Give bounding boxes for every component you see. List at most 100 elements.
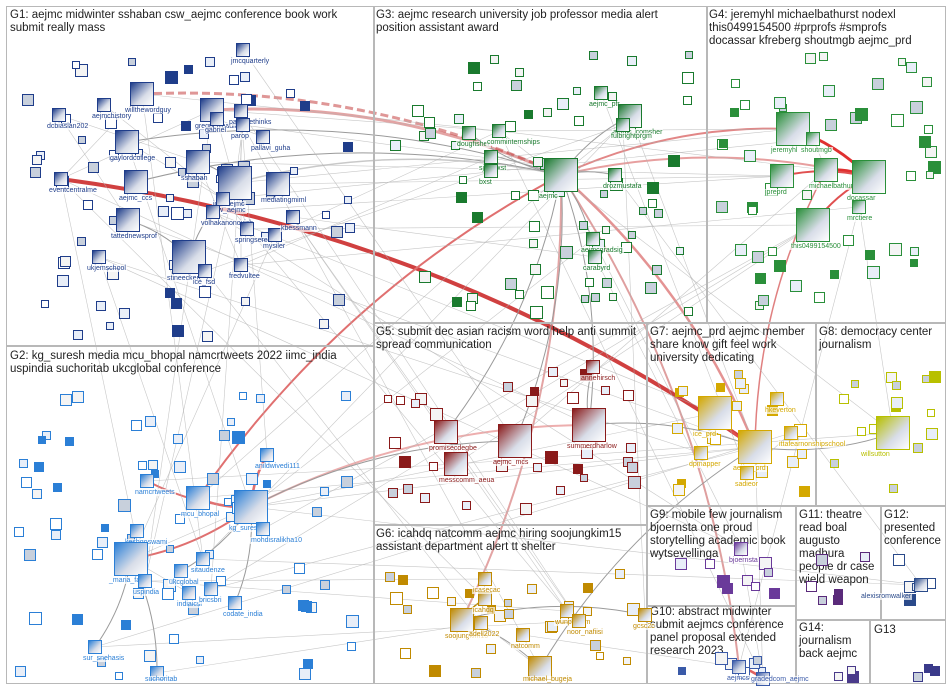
minor-node[interactable] xyxy=(153,113,164,124)
node-icasecac[interactable] xyxy=(478,572,492,586)
minor-node[interactable] xyxy=(856,426,866,436)
minor-node[interactable] xyxy=(608,91,618,101)
minor-node[interactable] xyxy=(510,191,520,201)
minor-node[interactable] xyxy=(424,117,436,129)
minor-node[interactable] xyxy=(344,223,355,233)
minor-node[interactable] xyxy=(646,181,659,194)
minor-node[interactable] xyxy=(173,434,184,445)
minor-node[interactable] xyxy=(627,475,641,489)
minor-node[interactable] xyxy=(644,282,657,294)
minor-node[interactable] xyxy=(204,56,215,67)
minor-node[interactable] xyxy=(872,78,885,91)
minor-node[interactable] xyxy=(523,110,533,120)
minor-node[interactable] xyxy=(573,463,584,474)
minor-node[interactable] xyxy=(115,671,124,680)
minor-node[interactable] xyxy=(648,198,658,208)
minor-node[interactable] xyxy=(195,655,204,664)
minor-node[interactable] xyxy=(529,263,541,275)
minor-node[interactable] xyxy=(78,136,87,145)
minor-node[interactable] xyxy=(854,108,868,122)
minor-node[interactable] xyxy=(218,430,230,442)
minor-node[interactable] xyxy=(396,396,406,406)
minor-node[interactable] xyxy=(768,246,778,256)
minor-node[interactable] xyxy=(72,60,81,69)
minor-node[interactable] xyxy=(859,551,870,562)
minor-node[interactable] xyxy=(892,554,905,567)
node-aejmc_prd[interactable] xyxy=(738,430,772,464)
node-aejmc_mcs[interactable] xyxy=(498,424,532,458)
minor-node[interactable] xyxy=(429,407,443,421)
minor-node[interactable] xyxy=(170,207,184,221)
minor-node[interactable] xyxy=(925,427,938,440)
minor-node[interactable] xyxy=(886,371,898,383)
minor-node[interactable] xyxy=(471,211,483,223)
minor-node[interactable] xyxy=(57,275,70,288)
minor-node[interactable] xyxy=(332,294,345,307)
minor-node[interactable] xyxy=(127,57,136,66)
node-alexisromwalker[interactable] xyxy=(914,578,928,592)
minor-node[interactable] xyxy=(730,107,740,117)
minor-node[interactable] xyxy=(82,199,93,210)
minor-node[interactable] xyxy=(929,370,942,383)
minor-node[interactable] xyxy=(183,64,193,74)
minor-node[interactable] xyxy=(818,596,828,606)
node-aejmcs[interactable] xyxy=(732,660,746,674)
minor-node[interactable] xyxy=(504,120,516,132)
node-natcomm[interactable] xyxy=(516,628,530,642)
minor-node[interactable] xyxy=(850,379,859,388)
minor-node[interactable] xyxy=(891,113,905,127)
node-fredvultee[interactable] xyxy=(234,258,248,272)
minor-node[interactable] xyxy=(514,290,524,300)
minor-node[interactable] xyxy=(651,264,662,275)
minor-node[interactable] xyxy=(667,155,680,168)
minor-node[interactable] xyxy=(171,324,184,337)
node-gaylordcollege[interactable] xyxy=(115,130,139,154)
minor-node[interactable] xyxy=(427,586,440,599)
node-noor_nafiisi[interactable] xyxy=(572,614,586,628)
minor-node[interactable] xyxy=(567,392,580,405)
minor-node[interactable] xyxy=(168,633,179,644)
minor-node[interactable] xyxy=(30,167,42,179)
minor-node[interactable] xyxy=(503,599,512,608)
minor-node[interactable] xyxy=(704,558,715,569)
minor-node[interactable] xyxy=(299,667,312,680)
minor-node[interactable] xyxy=(555,486,565,496)
minor-node[interactable] xyxy=(38,435,47,444)
minor-node[interactable] xyxy=(677,667,686,676)
node-sadieor[interactable] xyxy=(740,466,754,480)
node-soojungkim15[interactable] xyxy=(450,608,474,632)
minor-node[interactable] xyxy=(734,243,747,256)
node-aejmcgradsig[interactable] xyxy=(586,232,600,246)
minor-node[interactable] xyxy=(891,396,904,409)
minor-node[interactable] xyxy=(340,390,351,401)
minor-node[interactable] xyxy=(825,118,838,131)
minor-node[interactable] xyxy=(514,67,524,77)
minor-node[interactable] xyxy=(263,480,272,489)
minor-node[interactable] xyxy=(97,537,109,549)
minor-node[interactable] xyxy=(678,386,689,397)
node-hkeverton[interactable] xyxy=(770,392,784,406)
minor-node[interactable] xyxy=(173,460,186,473)
minor-node[interactable] xyxy=(798,485,810,497)
minor-node[interactable] xyxy=(910,246,920,256)
minor-node[interactable] xyxy=(796,448,807,459)
minor-node[interactable] xyxy=(468,62,481,75)
minor-node[interactable] xyxy=(714,651,728,665)
minor-node[interactable] xyxy=(49,517,62,530)
node-bxst[interactable] xyxy=(484,164,498,178)
minor-node[interactable] xyxy=(626,442,637,453)
node-pallavi_guha[interactable] xyxy=(256,130,270,144)
minor-node[interactable] xyxy=(626,56,637,67)
node-ittafearnonshipschool[interactable] xyxy=(784,426,798,440)
node-adell2022[interactable] xyxy=(474,616,488,630)
node-mcu_bhopal[interactable] xyxy=(186,486,210,510)
minor-node[interactable] xyxy=(559,246,573,260)
minor-node[interactable] xyxy=(764,568,774,578)
minor-node[interactable] xyxy=(504,278,517,291)
minor-node[interactable] xyxy=(398,574,409,585)
minor-node[interactable] xyxy=(544,450,558,464)
minor-node[interactable] xyxy=(839,393,850,404)
minor-node[interactable] xyxy=(403,604,413,614)
minor-node[interactable] xyxy=(574,116,585,127)
node-fulbrightprgm[interactable] xyxy=(616,118,630,132)
